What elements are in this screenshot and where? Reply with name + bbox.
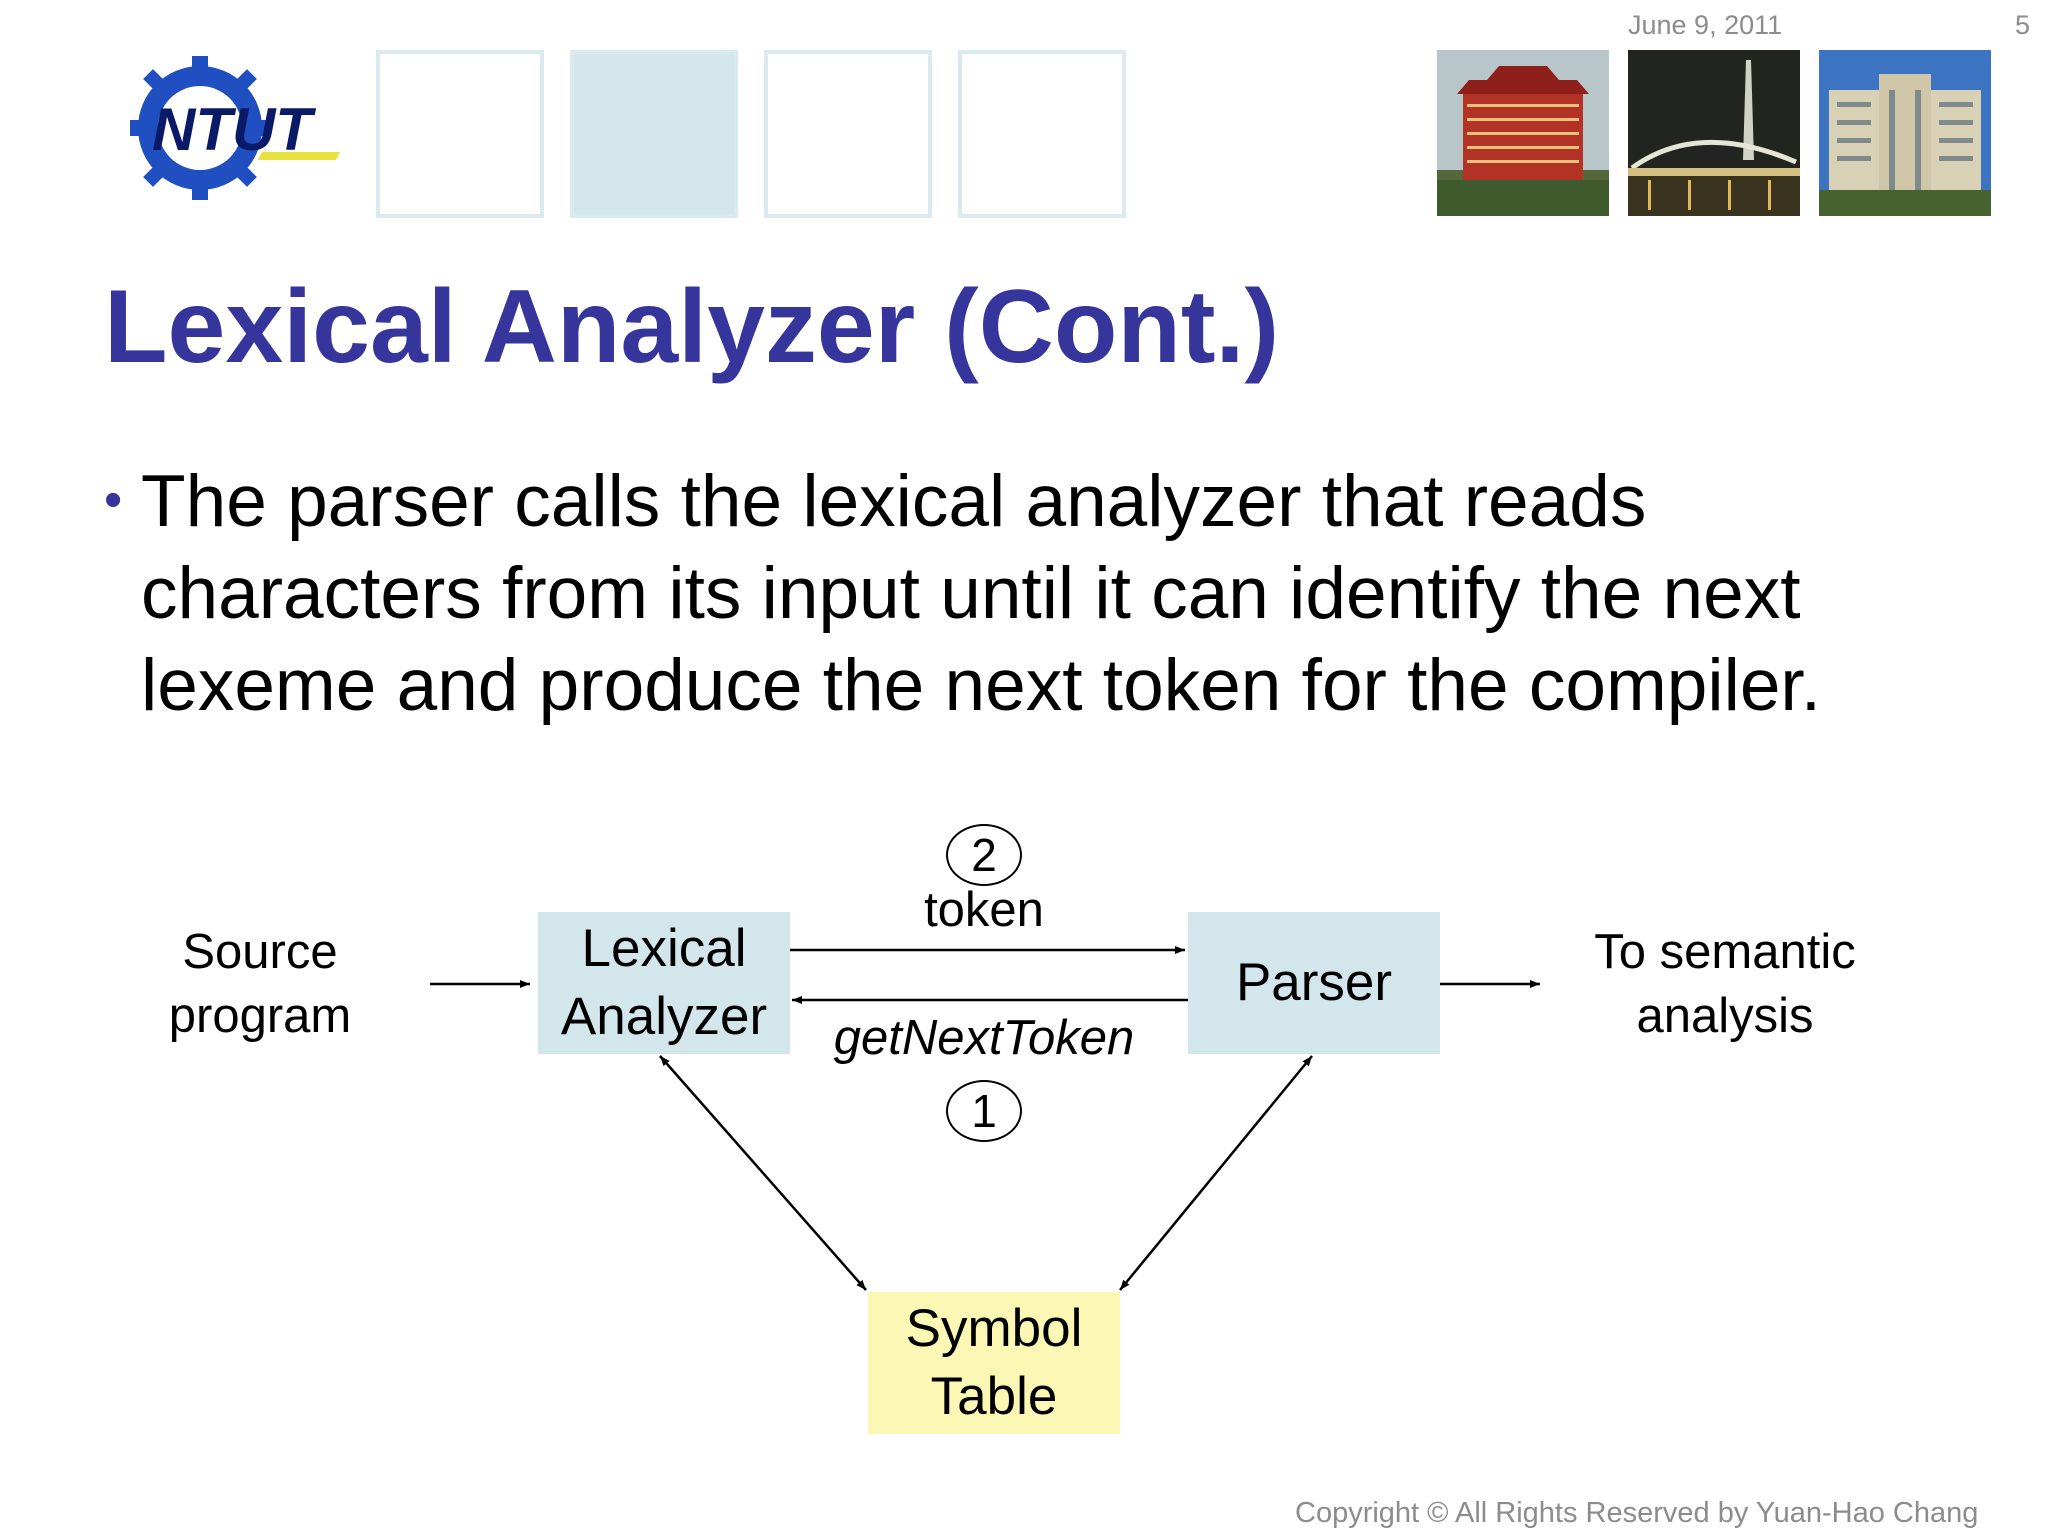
arrow-parser-symbol-table [1119,1055,1313,1291]
header-decor-square-2 [570,50,738,218]
parser-node: Parser [1188,912,1440,1054]
copyright-footer: Copyright © All Rights Reserved by Yuan-… [1295,1497,1979,1529]
bullet-dot: • [104,471,123,529]
source-program-label: Source program [168,925,352,1043]
campus-building-photo [1819,50,1991,216]
to-semantic-analysis-label: To semantic analysis [1594,925,1856,1043]
slide-title: Lexical Analyzer (Cont.) [104,269,1280,385]
lexical-analyzer-node: Lexical Analyzer [538,912,790,1054]
symbol-table-node: Symbol Table [868,1292,1120,1434]
header-decor-square-3 [764,50,932,218]
slide-date: June 9, 2011 [1628,10,1783,40]
step-2-marker: 2 [946,824,1022,886]
bridge-night-photo [1628,50,1800,216]
header-decor-square-4 [958,50,1126,218]
slide-number: 5 [2015,10,2031,40]
ntut-logo: NTUT [112,50,342,202]
header-decor-square-1 [376,50,544,218]
token-label: token [924,883,1044,937]
grand-hotel-photo [1437,50,1609,216]
svg-text:NTUT: NTUT [152,96,316,163]
step-1-marker: 1 [946,1080,1022,1142]
bullet-text: The parser calls the lexical analyzer th… [141,461,1821,726]
getnexttoken-label: getNextToken [833,1011,1135,1065]
arrow-lexer-symbol-table [659,1055,867,1291]
